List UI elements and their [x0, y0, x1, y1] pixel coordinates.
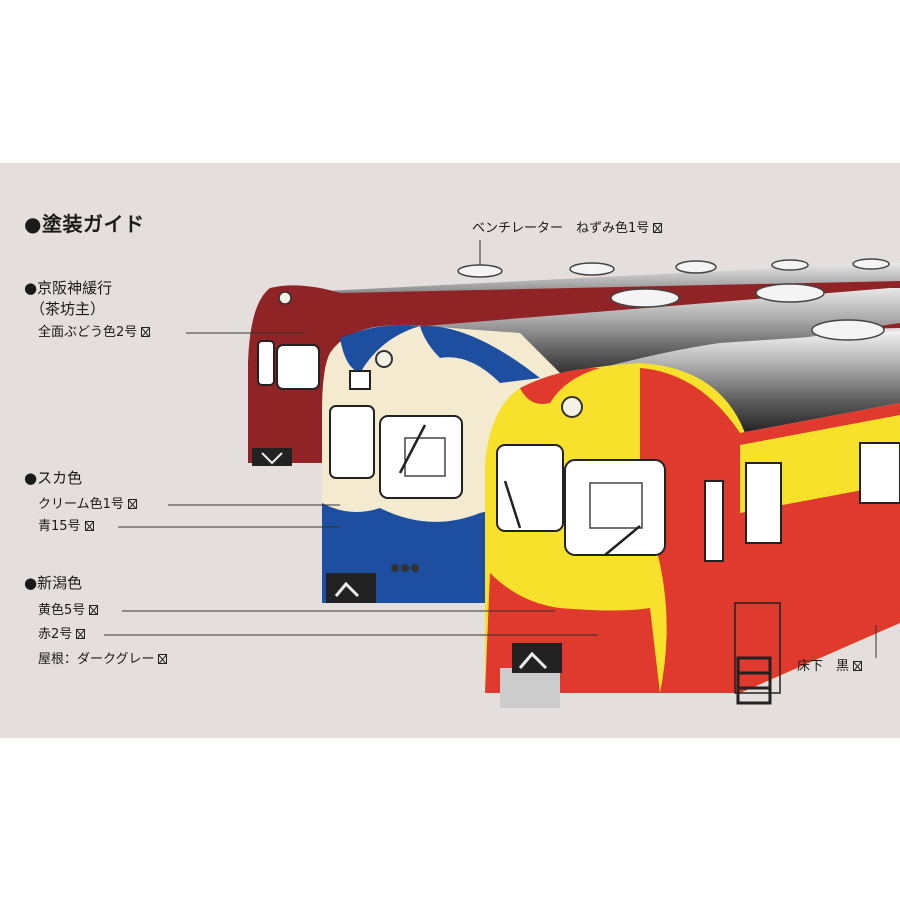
color-item-label: 青15号 [38, 519, 81, 534]
scheme-sukaiiro-title: ●スカ色 [24, 469, 83, 487]
train-illustration [104, 240, 900, 708]
color-item-label: 屋根：ダークグレー [38, 652, 155, 667]
checkbox-icon [158, 654, 168, 664]
color-item-budou: 全面ぶどう色2号 [38, 325, 151, 341]
color-item-cream: クリーム色1号 [38, 497, 137, 513]
scheme-niigata-title: ●新潟色 [24, 574, 83, 592]
checkbox-icon [89, 605, 99, 615]
checkbox-icon [653, 223, 663, 233]
color-item-blue15: 青15号 [38, 519, 94, 535]
checkbox-icon [76, 629, 86, 639]
color-item-label: 赤2号 [38, 627, 73, 642]
ventilator-label-text: ベンチレーター ねずみ色1号 [472, 221, 650, 236]
checkbox-icon [84, 521, 94, 531]
ventilators [457, 258, 890, 341]
scheme-keihanshin-subtitle: （茶坊主） [30, 300, 106, 318]
scheme-keihanshin-title: ●京阪神緩行 [24, 279, 113, 297]
ventilator-label: ベンチレーター ねずみ色1号 [472, 221, 663, 237]
underfloor-label: 床下 黒 [797, 659, 863, 675]
color-item-label: クリーム色1号 [38, 497, 124, 512]
leader-lines [104, 240, 877, 658]
checkbox-icon [853, 661, 863, 671]
underfloor-label-text: 床下 黒 [797, 659, 850, 674]
color-item-label: 全面ぶどう色2号 [38, 325, 138, 340]
color-item-yellow5: 黄色5号 [38, 603, 99, 619]
color-item-red2: 赤2号 [38, 627, 86, 643]
checkbox-icon [127, 499, 137, 509]
car-sukaiiro [322, 288, 900, 603]
paint-guide-panel: ●塗装ガイド ベンチレーター ねずみ色1号 ●京阪神緩行 （茶坊主） 全面ぶどう… [0, 163, 900, 738]
car-niigata [485, 331, 900, 708]
color-item-roof: 屋根：ダークグレー [38, 652, 168, 668]
checkbox-icon [141, 327, 151, 337]
page-title: ●塗装ガイド [24, 212, 145, 236]
color-item-label: 黄色5号 [38, 603, 86, 618]
